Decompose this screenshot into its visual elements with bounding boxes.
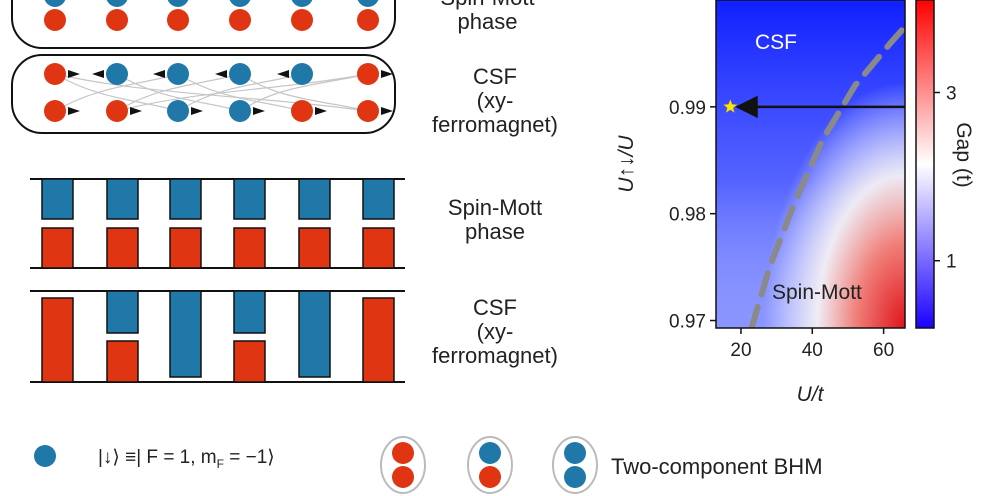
atom-blue [167,0,189,7]
pair-red-red-icon [380,436,426,494]
pair-blue-red-icon [467,436,513,494]
capsule-diagram [11,0,396,134]
atom-blue [106,0,128,7]
colorbar-label: Gap (t) [952,122,975,187]
colorbar-tick-label: 1 [946,252,957,273]
mott-blue-box [41,178,74,220]
csf-box [362,297,395,383]
spin-arrow [315,107,327,115]
spin-mott-bottom-label: Spin-Mott phase [447,195,543,244]
spin-mott-capsule [11,0,396,49]
mott-blue-box [169,178,202,220]
colorbar-ticks: 31 [934,84,957,273]
atom-blue [357,0,379,7]
legend-down-state: |↓⟩ ≡| F = 1, mF = −1⟩ [98,447,275,471]
atom-red [106,9,128,31]
atom [357,63,379,85]
csf-capsule [11,54,396,134]
atom [291,100,313,122]
atom [229,100,251,122]
mott-blue-box [106,178,139,220]
mott-red-box [106,227,139,269]
atom [357,100,379,122]
heatmap-frame [715,0,906,329]
y-tick-label: 0.98 [669,205,706,226]
spin-mott-region-label: Spin-Mott [772,281,862,304]
spin-arrow [130,107,142,115]
x-tick-label: 40 [802,340,823,361]
spin-arrow [215,70,227,78]
mott-red-box [362,227,395,269]
atom-red [167,9,189,31]
legend-bhm: Two-component BHM [611,454,823,479]
star-marker [722,99,738,114]
csf-box [106,290,139,334]
spin-arrow [68,107,80,115]
atom [167,63,189,85]
csf-top-label: CSF (xy- ferromagnet) [432,64,558,137]
spin-arrow [253,107,265,115]
x-tick-label: 60 [873,340,894,361]
y-axis-label: U↑↓/U [615,135,638,193]
atom [106,63,128,85]
spin-arrow [92,70,104,78]
phase-boundary-dashed [748,23,905,328]
mott-red-box [169,227,202,269]
mott-blue-box [298,178,331,220]
legend-pair-icons [380,436,598,494]
colorbar-tick-label: 3 [946,84,957,105]
atom [44,63,66,85]
csf-box [233,340,266,383]
atom-red [44,9,66,31]
csf-box [106,340,139,383]
atom [167,100,189,122]
mott-blue-box [362,178,395,220]
spin-arrow [277,70,289,78]
y-tick-label: 0.99 [669,98,706,119]
atom [106,100,128,122]
atom-blue [44,0,66,7]
spin-mott-top-atoms [44,0,379,31]
y-tick-label: 0.97 [669,312,706,333]
csf-box [233,290,266,334]
mott-red-box [298,227,331,269]
atom-blue [229,0,251,7]
phase-diagram-heatmap: CSF Spin-Mott 20 40 60 0.99 0.98 0.97 U/t U↑… [615,0,975,406]
atom-red [357,9,379,31]
mott-red-box [41,227,74,269]
box-lattice-diagram [30,178,405,383]
spin-arrow [68,70,80,78]
x-axis-label: U/t [797,383,825,406]
atom-blue [291,0,313,7]
atom-red [229,9,251,31]
atom [229,63,251,85]
mott-red-box [233,227,266,269]
csf-atoms [44,63,393,122]
mott-blue-box [233,178,266,220]
spin-mott-lattice [30,178,405,269]
x-ticks: 20 40 60 [730,328,894,361]
atom [44,100,66,122]
spin-arrow [381,70,393,78]
csf-region-label: CSF [755,31,797,54]
csf-box [41,297,74,383]
x-tick-label: 20 [730,340,751,361]
y-ticks: 0.99 0.98 0.97 [669,98,716,333]
pair-blue-blue-icon [552,436,598,494]
csf-box [298,290,331,378]
csf-box [169,290,202,378]
csf-bottom-label: CSF (xy- ferromagnet) [432,295,558,368]
legend-blue-atom-icon [34,445,56,467]
spin-arrow [381,107,393,115]
atom [291,63,313,85]
colorbar [915,0,935,329]
atom-red [291,9,313,31]
spin-mott-top-label: Spin-Mott phase [440,0,534,34]
csf-tunneling-links [54,73,369,112]
csf-lattice [30,290,405,383]
spin-arrow [191,107,203,115]
spin-arrow [153,70,165,78]
